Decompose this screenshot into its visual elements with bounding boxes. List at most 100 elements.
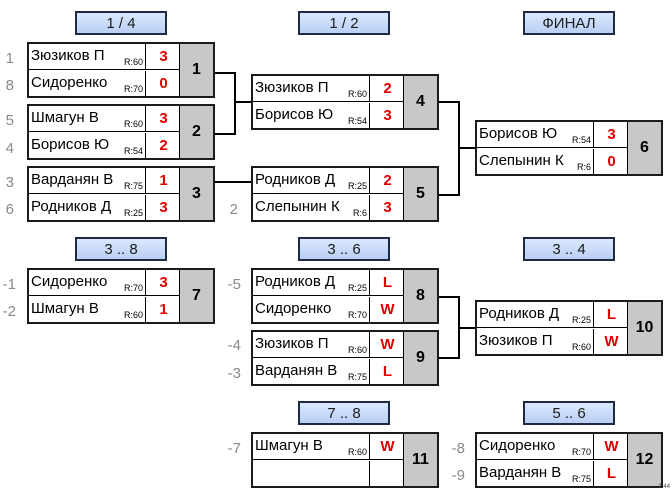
match-number: 11 [403, 434, 437, 486]
player-name: Варданян В [255, 362, 338, 379]
bracket-connector [234, 72, 236, 135]
player-rating: R:70 [347, 310, 367, 320]
match-number: 10 [627, 302, 661, 354]
player-name: Зюзиков П [255, 79, 329, 96]
match-card[interactable]: Борисов Ю R:54 3 Слепынин К R:6 0 6 [475, 120, 663, 176]
match-number: 1 [179, 44, 213, 96]
player-name: Сидоренко [255, 300, 332, 317]
stage-header-places-3-8: 3 .. 8 [75, 237, 167, 261]
seed-label: -7 [227, 440, 241, 457]
player-row: Родников Д R:25 3 [29, 195, 181, 220]
bracket-connector [215, 72, 235, 74]
seed-label: -3 [227, 365, 241, 382]
player-name: Родников Д [479, 305, 560, 322]
player-rating: R:25 [123, 208, 143, 218]
player-score: L [593, 461, 629, 486]
match-card[interactable]: Шмагун В R:60 W 11 [251, 432, 439, 488]
match-card[interactable]: Родников Д R:25 2 Слепынин К R:6 3 5 [251, 166, 439, 222]
player-score: 1 [145, 168, 181, 193]
match-number: 5 [403, 168, 437, 220]
player-rating: R:54 [571, 135, 591, 145]
player-score: W [593, 434, 629, 459]
player-row: Слепынин К R:6 3 [253, 195, 405, 220]
match-card[interactable]: Сидоренко R:70 3 Шмагун В R:60 1 7 [27, 268, 215, 324]
match-card[interactable]: Родников Д R:25 L Сидоренко R:70 W 8 [251, 268, 439, 324]
player-score: L [369, 359, 405, 384]
match-card[interactable]: Родников Д R:25 L Зюзиков П R:60 W 10 [475, 300, 663, 356]
player-row: Варданян В R:75 L [477, 461, 629, 486]
player-name: Слепынин К [255, 198, 340, 215]
player-name: Сидоренко [479, 437, 556, 454]
seed-label: 2 [229, 201, 238, 218]
player-score: 2 [369, 168, 405, 193]
match-card[interactable]: Шмагун В R:60 3 Борисов Ю R:54 2 2 [27, 104, 215, 160]
player-score: L [593, 302, 629, 327]
player-name: Зюзиков П [31, 47, 105, 64]
bracket-connector [234, 101, 251, 103]
player-row: Шмагун В R:60 W [253, 434, 405, 460]
player-name: Сидоренко [31, 74, 108, 91]
player-row: Варданян В R:75 1 [29, 168, 181, 194]
stage-header-places-5-6: 5 .. 6 [523, 401, 615, 425]
player-score: 3 [145, 195, 181, 220]
seed-label: -9 [451, 467, 465, 484]
player-rating: R:60 [571, 342, 591, 352]
player-score [369, 461, 405, 486]
match-number: 2 [179, 106, 213, 158]
player-score: W [369, 332, 405, 357]
seed-label: 6 [5, 201, 14, 218]
player-score: 0 [145, 71, 181, 96]
player-name: Родников Д [31, 198, 112, 215]
player-score: 3 [369, 195, 405, 220]
player-rating: R:60 [347, 89, 367, 99]
bracket-connector [439, 101, 459, 103]
player-rating: R:75 [347, 372, 367, 382]
match-card[interactable]: Сидоренко R:70 W Варданян В R:75 L 12 [475, 432, 663, 488]
player-name: Борисов Ю [479, 125, 558, 142]
seed-label: -1 [2, 276, 16, 293]
player-row: Сидоренко R:70 W [477, 434, 629, 460]
match-card[interactable]: Зюзиков П R:60 W Варданян В R:75 L 9 [251, 330, 439, 386]
player-row: Зюзиков П R:60 3 [29, 44, 181, 70]
player-rating: R:6 [576, 162, 591, 172]
player-row: Родников Д R:25 2 [253, 168, 405, 194]
player-name: Слепынин К [479, 152, 564, 169]
match-card[interactable]: Зюзиков П R:60 2 Борисов Ю R:54 3 4 [251, 74, 439, 130]
player-row: Сидоренко R:70 0 [29, 71, 181, 96]
match-number: 9 [403, 332, 437, 384]
player-row: Варданян В R:75 L [253, 359, 405, 384]
match-number: 8 [403, 270, 437, 322]
player-row: Борисов Ю R:54 2 [29, 133, 181, 158]
stage-header-places-3-6: 3 .. 6 [298, 237, 390, 261]
seed-label: 3 [5, 174, 14, 191]
match-number: 7 [179, 270, 213, 322]
player-rating: R:60 [347, 345, 367, 355]
match-card[interactable]: Варданян В R:75 1 Родников Д R:25 3 3 [27, 166, 215, 222]
bracket-connector [439, 296, 459, 298]
seed-label: 8 [5, 77, 14, 94]
player-row: Родников Д R:25 L [477, 302, 629, 328]
player-name: Шмагун В [31, 300, 99, 317]
match-card[interactable]: Зюзиков П R:60 3 Сидоренко R:70 0 1 [27, 42, 215, 98]
player-score: 1 [145, 297, 181, 322]
player-name: Родников Д [255, 171, 336, 188]
player-row: Сидоренко R:70 W [253, 297, 405, 322]
player-rating: R:60 [123, 119, 143, 129]
player-name: Борисов Ю [255, 106, 334, 123]
seed-label: -4 [227, 337, 241, 354]
player-score: 0 [593, 149, 629, 174]
bracket-connector [458, 147, 475, 149]
player-rating: R:60 [123, 57, 143, 67]
player-score: W [369, 297, 405, 322]
player-rating: R:25 [347, 283, 367, 293]
player-rating: R:70 [571, 447, 591, 457]
player-rating: R:25 [571, 315, 591, 325]
player-name: Шмагун В [255, 437, 323, 454]
player-rating: R:75 [571, 474, 591, 484]
match-number: 6 [627, 122, 661, 174]
seed-label: -5 [227, 276, 241, 293]
player-row: Зюзиков П R:60 W [253, 332, 405, 358]
stage-header-places-3-4: 3 .. 4 [523, 237, 615, 261]
seed-label: 4 [5, 140, 14, 157]
bracket-connector [215, 133, 235, 135]
